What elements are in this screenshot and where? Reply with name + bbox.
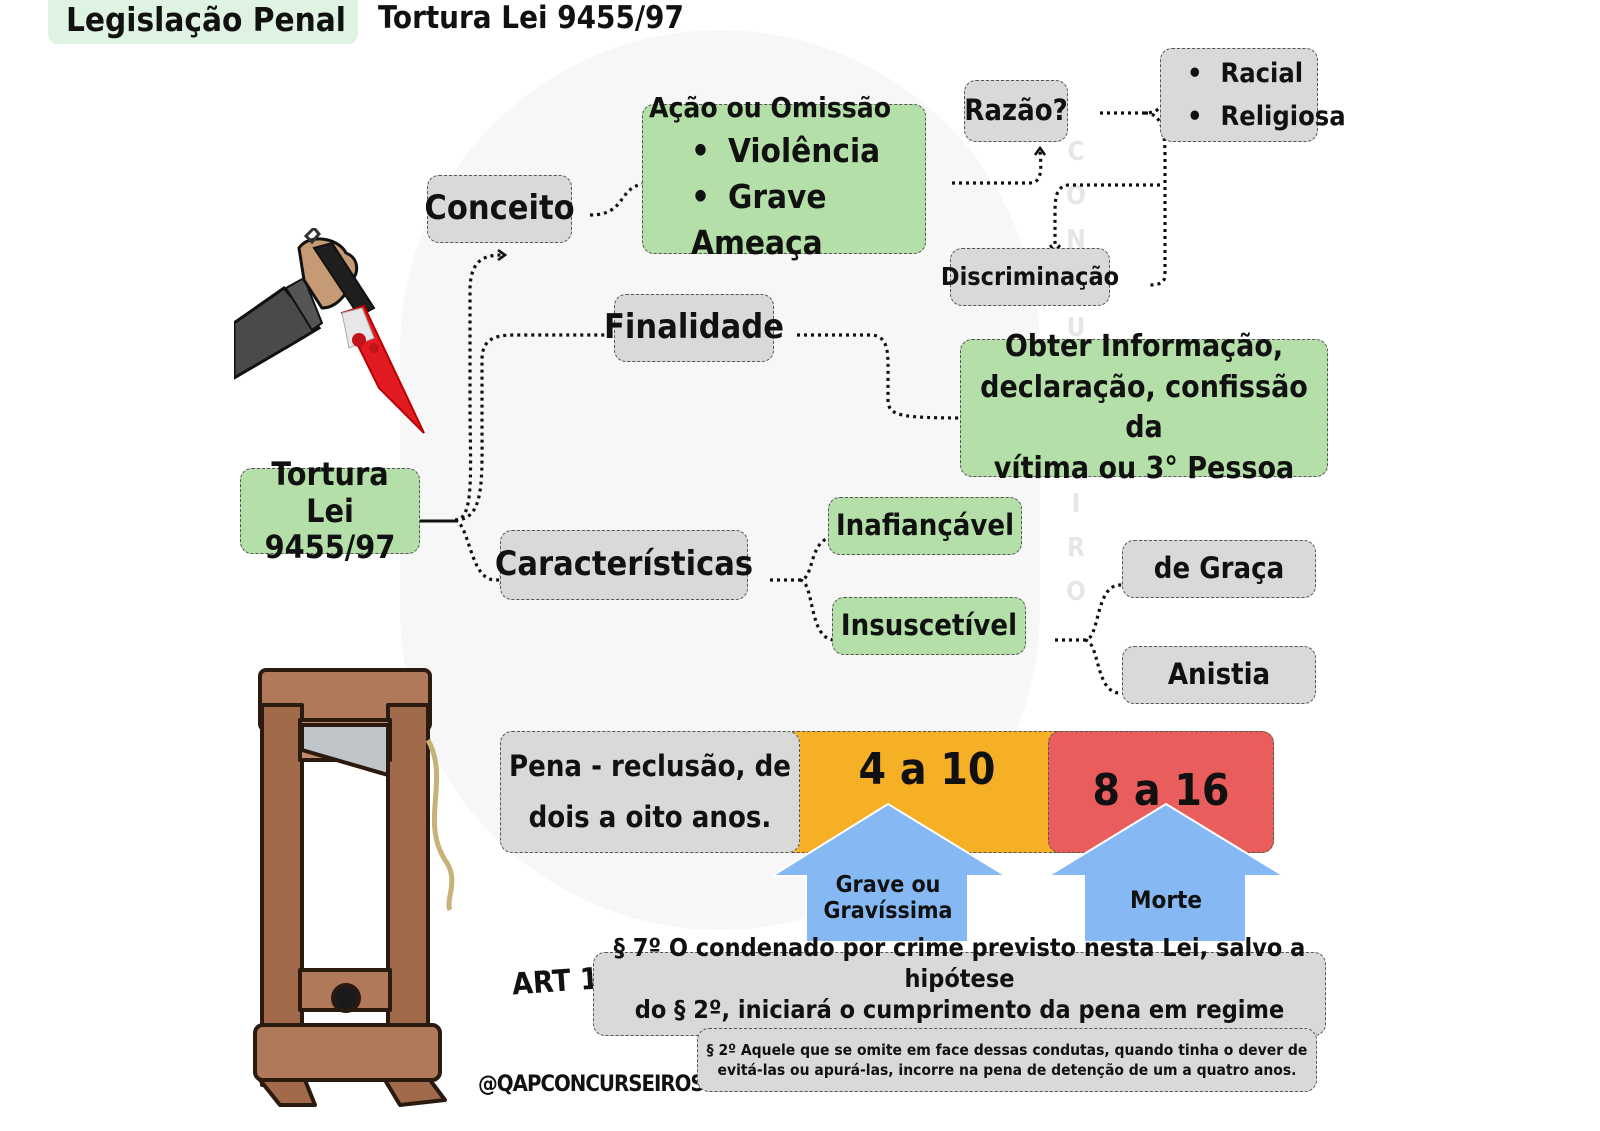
- node-finalidade: Finalidade: [604, 294, 784, 362]
- acao-item: Grave Ameaça: [691, 174, 925, 266]
- acao-item: Violência: [691, 128, 925, 174]
- par2-line2: evitá-las ou apurá-las, incorre na pena …: [717, 1061, 1297, 1079]
- node-anistia: Anistia: [1122, 646, 1316, 704]
- node-obter-informacao: Obter Informação, declaração, confissão …: [960, 329, 1328, 486]
- pena-range1-text: 4 a 10: [858, 744, 996, 795]
- razoes-list: Racial Religiosa: [1187, 52, 1346, 138]
- node-inafiancavel: Inafiançável: [828, 497, 1022, 555]
- pena-line1: Pena - reclusão, de: [509, 749, 791, 784]
- par2-line1: § 2º Aquele que se omite em face dessas …: [706, 1040, 1308, 1059]
- arrow-grave-line2: Gravíssima: [823, 898, 953, 925]
- arrow-grave-line1: Grave ou: [835, 872, 941, 898]
- pena-label-box: Pena - reclusão, de dois a oito anos.: [500, 731, 800, 853]
- par7-line1: § 7º O condenado por crime previsto nest…: [613, 932, 1306, 993]
- obter-line2: declaração, confissão da: [980, 369, 1308, 446]
- node-discriminacao: Discriminação: [941, 248, 1119, 306]
- footer-handle: @QAPCONCURSEIROS: [478, 1072, 705, 1097]
- razao-item-religiosa: Religiosa: [1187, 95, 1346, 138]
- node-razao: Razão?: [964, 80, 1068, 142]
- node-insuscetivel: Insuscetível: [832, 597, 1026, 655]
- root-node-line2: Lei 9455/97: [264, 491, 396, 567]
- art-par7-box: § 7º O condenado por crime previsto nest…: [593, 933, 1326, 1055]
- node-acao-omissao: Ação ou Omissão Violência Grave Ameaça: [642, 91, 926, 262]
- node-de-graca: de Graça: [1122, 540, 1316, 598]
- bloody-knife-icon: [234, 228, 425, 434]
- arrow-morte-label: Morte: [1130, 886, 1202, 914]
- node-razoes: Racial Religiosa: [1160, 48, 1346, 142]
- pena-range2-text: 8 a 16: [1092, 765, 1230, 816]
- page-title: Legislação Penal: [48, 0, 358, 44]
- root-node-tortura: Tortura Lei 9455/97: [240, 456, 420, 566]
- page-subtitle: Tortura Lei 9455/97: [378, 0, 684, 36]
- obter-line1: Obter Informação,: [1004, 329, 1284, 364]
- node-conceito: Conceito: [424, 175, 575, 243]
- acao-title: Ação ou Omissão: [649, 90, 892, 124]
- acao-list: Violência Grave Ameaça: [649, 128, 925, 267]
- razao-item-racial: Racial: [1187, 52, 1346, 95]
- root-node-line1: Tortura: [271, 454, 389, 493]
- art-par2-box: § 2º Aquele que se omite em face dessas …: [697, 1028, 1317, 1092]
- arrow-grave-label: Grave ou Gravíssima: [800, 872, 976, 925]
- guillotine-icon: [253, 668, 455, 1107]
- pena-line2: dois a oito anos.: [528, 800, 772, 834]
- up-arrow-morte-icon: [1046, 802, 1286, 943]
- obter-line3: vítima ou 3° Pessoa: [993, 450, 1295, 486]
- node-caracteristicas: Características: [495, 530, 753, 600]
- up-arrow-grave-icon: [770, 802, 1010, 943]
